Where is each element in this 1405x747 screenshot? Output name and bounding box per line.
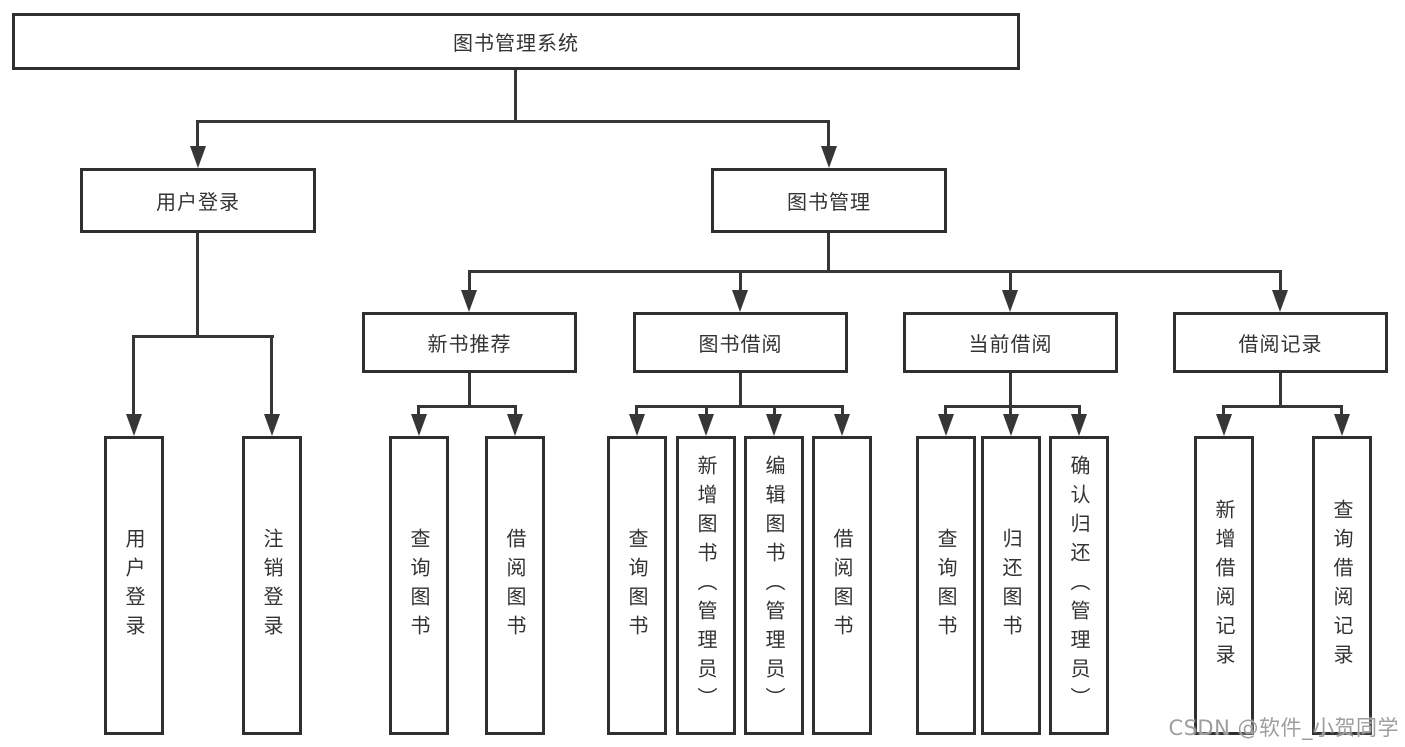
leaf-return-books: 归还图书 [981,436,1041,735]
arrow-down-icon [1334,414,1350,436]
connector-line [705,405,708,415]
connector-line [468,270,471,292]
arrow-down-icon [461,290,477,312]
node-user-login: 用户登录 [80,168,316,233]
leaf-borrow-books-recommend: 借阅图书 [485,436,545,735]
node-new-book-recommendation: 新书推荐 [362,312,577,373]
connector-line [1340,405,1343,415]
arrow-down-icon [126,414,142,436]
connector-line [1222,405,1343,408]
connector-line [196,120,199,148]
arrow-down-icon [629,414,645,436]
connector-line [196,120,830,123]
leaf-query-books-recommend: 查询图书 [389,436,449,735]
connector-line [468,373,471,407]
connector-line [132,335,135,415]
connector-line [635,405,638,415]
connector-line [270,335,273,415]
leaf-user-login: 用户登录 [104,436,164,735]
leaf-add-borrow-record: 新增借阅记录 [1194,436,1254,735]
connector-line [196,233,199,337]
connector-line [841,405,844,415]
node-current-borrowing: 当前借阅 [903,312,1118,373]
leaf-borrow-books-borrowing: 借阅图书 [812,436,872,735]
leaf-query-borrow-record: 查询借阅记录 [1312,436,1372,735]
connector-line [635,405,844,408]
csdn-watermark: CSDN @软件_小贺同学 [1168,716,1399,740]
leaf-add-books-admin: 新增图书（管理员） [676,436,736,735]
connector-line [739,373,742,407]
arrow-down-icon [938,414,954,436]
connector-line [827,233,830,272]
connector-line [132,335,274,338]
connector-line [944,405,1081,408]
arrow-down-icon [766,414,782,436]
connector-line [944,405,947,415]
leaf-logout: 注销登录 [242,436,302,735]
arrow-down-icon [1272,290,1288,312]
connector-line [1279,270,1282,292]
connector-line [417,405,420,415]
arrow-down-icon [732,290,748,312]
arrow-down-icon [1071,414,1087,436]
arrow-down-icon [411,414,427,436]
arrow-down-icon [698,414,714,436]
arrow-down-icon [834,414,850,436]
connector-line [514,405,517,415]
arrow-down-icon [190,146,206,168]
connector-line [773,405,776,415]
connector-line [1009,373,1012,407]
connector-line [514,70,517,123]
arrow-down-icon [1003,414,1019,436]
connector-line [827,120,830,148]
connector-line [468,270,1282,273]
connector-line [1009,405,1012,415]
connector-line [1078,405,1081,415]
arrow-down-icon [264,414,280,436]
arrow-down-icon [821,146,837,168]
arrow-down-icon [1216,414,1232,436]
connector-line [417,405,517,408]
leaf-query-books-current: 查询图书 [916,436,976,735]
node-borrowing-records: 借阅记录 [1173,312,1388,373]
connector-line [739,270,742,292]
node-library-management-system: 图书管理系统 [12,13,1020,70]
arrow-down-icon [1002,290,1018,312]
leaf-edit-books-admin: 编辑图书（管理员） [744,436,804,735]
connector-line [1009,270,1012,292]
leaf-confirm-return-admin: 确认归还（管理员） [1049,436,1109,735]
leaf-query-books-borrowing: 查询图书 [607,436,667,735]
node-book-management: 图书管理 [711,168,947,233]
arrow-down-icon [507,414,523,436]
connector-line [1222,405,1225,415]
connector-line [1279,373,1282,407]
node-book-borrowing: 图书借阅 [633,312,848,373]
